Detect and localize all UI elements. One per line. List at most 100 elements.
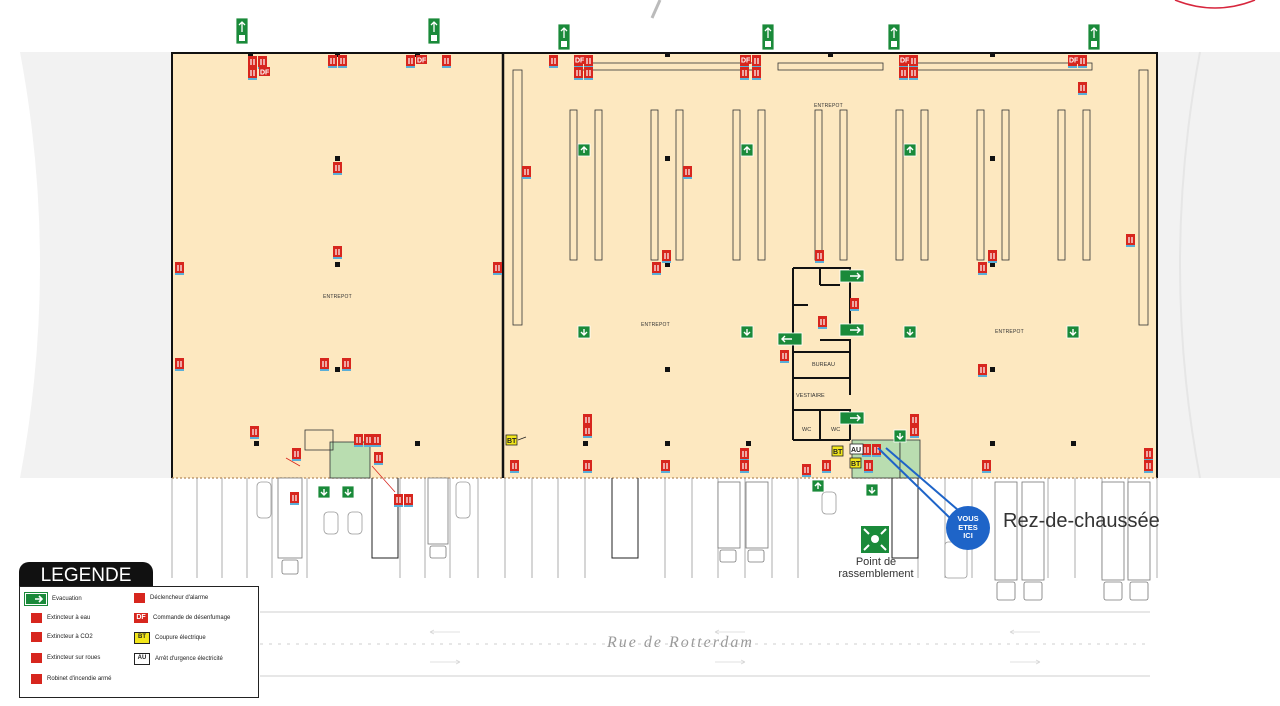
smoke-control-icon: DF bbox=[259, 67, 270, 77]
office-block bbox=[792, 267, 851, 441]
fire-extinguisher-icon bbox=[862, 444, 871, 457]
exit-arrow-icon bbox=[839, 411, 865, 425]
fire-extinguisher-icon bbox=[1144, 448, 1153, 461]
fire-extinguisher-icon bbox=[661, 460, 670, 473]
exit-sign-icon bbox=[427, 17, 441, 45]
fire-extinguisher-icon bbox=[740, 448, 749, 461]
fire-extinguisher-icon bbox=[333, 246, 342, 259]
fire-extinguisher-icon bbox=[583, 460, 592, 473]
fire-extinguisher-icon bbox=[522, 166, 531, 179]
legend: LEGENDE Evacuation Extincteur à eau Exti… bbox=[19, 562, 259, 698]
legend-item-power-cut: BT Coupure électrique bbox=[134, 632, 206, 644]
fire-extinguisher-icon bbox=[740, 67, 749, 80]
fire-extinguisher-icon bbox=[549, 55, 558, 68]
exit-arrow-icon bbox=[893, 429, 907, 443]
fire-extinguisher-icon bbox=[584, 55, 593, 68]
fire-extinguisher-icon bbox=[818, 316, 827, 329]
fire-extinguisher-icon bbox=[850, 298, 859, 311]
legend-item-water-extinguisher: Extincteur à eau bbox=[31, 613, 90, 623]
fire-extinguisher-icon bbox=[978, 364, 987, 377]
exit-arrow-icon bbox=[341, 485, 355, 499]
zone-label-wc-1: WC bbox=[802, 427, 812, 433]
parked-trucks bbox=[277, 477, 1151, 601]
logo-arc bbox=[1174, 0, 1256, 9]
exit-arrow-icon bbox=[740, 325, 754, 339]
svg-text:DF: DF bbox=[900, 58, 910, 65]
assembly-point-label-line-1: Point de bbox=[855, 556, 897, 568]
fire-extinguisher-icon bbox=[248, 67, 257, 80]
smoke-control-icon: DF bbox=[416, 55, 427, 65]
you-are-here-line-2: ETES bbox=[958, 522, 978, 532]
alarm-trigger-icon bbox=[134, 593, 145, 603]
fire-extinguisher-icon bbox=[1078, 55, 1087, 68]
fire-extinguisher-icon bbox=[292, 448, 301, 461]
fire-extinguisher-icon bbox=[404, 494, 413, 507]
svg-text:BT: BT bbox=[833, 449, 843, 456]
exit-arrow-icon bbox=[740, 143, 754, 157]
legend-label-co2-extinguisher: Extincteur à CO2 bbox=[47, 634, 93, 640]
emergency-stop-icon: AU bbox=[134, 653, 150, 665]
legend-item-evacuation: Evacuation bbox=[24, 592, 82, 606]
smoke-control-icon: DF bbox=[899, 55, 910, 65]
road bbox=[260, 611, 1150, 677]
smoke-control-icon: DF bbox=[1068, 55, 1079, 65]
exit-sign-icon bbox=[557, 23, 571, 51]
fire-extinguisher-icon bbox=[740, 460, 749, 473]
fire-extinguisher-icon bbox=[175, 358, 184, 371]
svg-text:DF: DF bbox=[575, 58, 585, 65]
zone-label-right-warehouse: ENTREPOT bbox=[995, 329, 1024, 335]
fire-extinguisher-icon bbox=[899, 67, 908, 80]
exit-arrow-icon bbox=[811, 479, 825, 493]
fire-extinguisher-icon bbox=[338, 55, 347, 68]
exit-arrow-icon bbox=[839, 323, 865, 337]
power-cut-marker: BT bbox=[505, 434, 527, 446]
assembly-point-label-line-2: rassemblement bbox=[838, 568, 914, 580]
zone-label-top-warehouse: ENTREPOT bbox=[814, 103, 843, 109]
fire-extinguisher-icon bbox=[175, 262, 184, 275]
right-warehouse-floor bbox=[503, 53, 1157, 478]
legend-item-emergency-stop: AU Arrêt d'urgence électricité bbox=[134, 653, 223, 665]
assembly-point-icon bbox=[861, 526, 889, 553]
fire-extinguisher-icon bbox=[1126, 234, 1135, 247]
exit-sign-icon bbox=[235, 17, 249, 45]
legend-label-wheeled-extinguisher: Extincteur sur roues bbox=[47, 655, 101, 661]
evacuation-arrow-icon bbox=[24, 592, 48, 606]
exit-arrows bbox=[317, 143, 1080, 499]
wheeled-extinguisher-icon bbox=[31, 653, 42, 663]
svg-text:DF: DF bbox=[417, 58, 427, 65]
exit-arrow-icon bbox=[1066, 325, 1080, 339]
zone-label-left-warehouse: ENTREPOT bbox=[323, 294, 352, 300]
fire-extinguisher-icon bbox=[342, 358, 351, 371]
legend-item-wheeled-extinguisher: Extincteur sur roues bbox=[31, 653, 100, 663]
you-are-here-marker: VOUS ETES ICI bbox=[946, 506, 990, 550]
fire-extinguisher-icon bbox=[364, 434, 373, 447]
fire-extinguisher-icon bbox=[584, 67, 593, 80]
legend-label-fire-hose: Robinet d'incendie armé bbox=[47, 676, 112, 682]
fire-extinguisher-icon bbox=[583, 425, 592, 438]
fire-extinguisher-icon bbox=[910, 425, 919, 438]
legend-label-power-cut: Coupure électrique bbox=[155, 635, 206, 641]
right-neighbor-area bbox=[1157, 52, 1280, 478]
exit-arrow-icon bbox=[777, 332, 803, 346]
smoke-control-icon: DF bbox=[574, 55, 585, 65]
exit-zone-left bbox=[329, 441, 371, 479]
fire-extinguisher-icon bbox=[328, 55, 337, 68]
fire-extinguisher-icon bbox=[652, 262, 661, 275]
fire-extinguisher-icon bbox=[354, 434, 363, 447]
co2-extinguisher-icon bbox=[31, 632, 42, 642]
exit-signs-top bbox=[235, 17, 1101, 51]
fire-extinguisher-icon bbox=[290, 492, 299, 505]
assembly-point-label: Point de rassemblement bbox=[828, 556, 924, 580]
legend-item-alarm-trigger: Déclencheur d'alarme bbox=[134, 593, 208, 603]
floor-title: Rez-de-chaussée bbox=[1003, 510, 1160, 532]
exit-arrow-icon bbox=[865, 483, 879, 497]
power-cut-marker-2: BT BT bbox=[831, 445, 862, 469]
smoke-control-icon: DF bbox=[740, 55, 751, 65]
fire-extinguisher-icon bbox=[662, 250, 671, 263]
logo-fragment bbox=[650, 0, 662, 19]
legend-label-water-extinguisher: Extincteur à eau bbox=[47, 615, 91, 621]
fire-extinguisher-icon bbox=[372, 434, 381, 447]
fire-extinguisher-icon bbox=[250, 426, 259, 439]
fire-extinguisher-icon bbox=[752, 67, 761, 80]
legend-item-co2-extinguisher: Extincteur à CO2 bbox=[31, 632, 93, 642]
